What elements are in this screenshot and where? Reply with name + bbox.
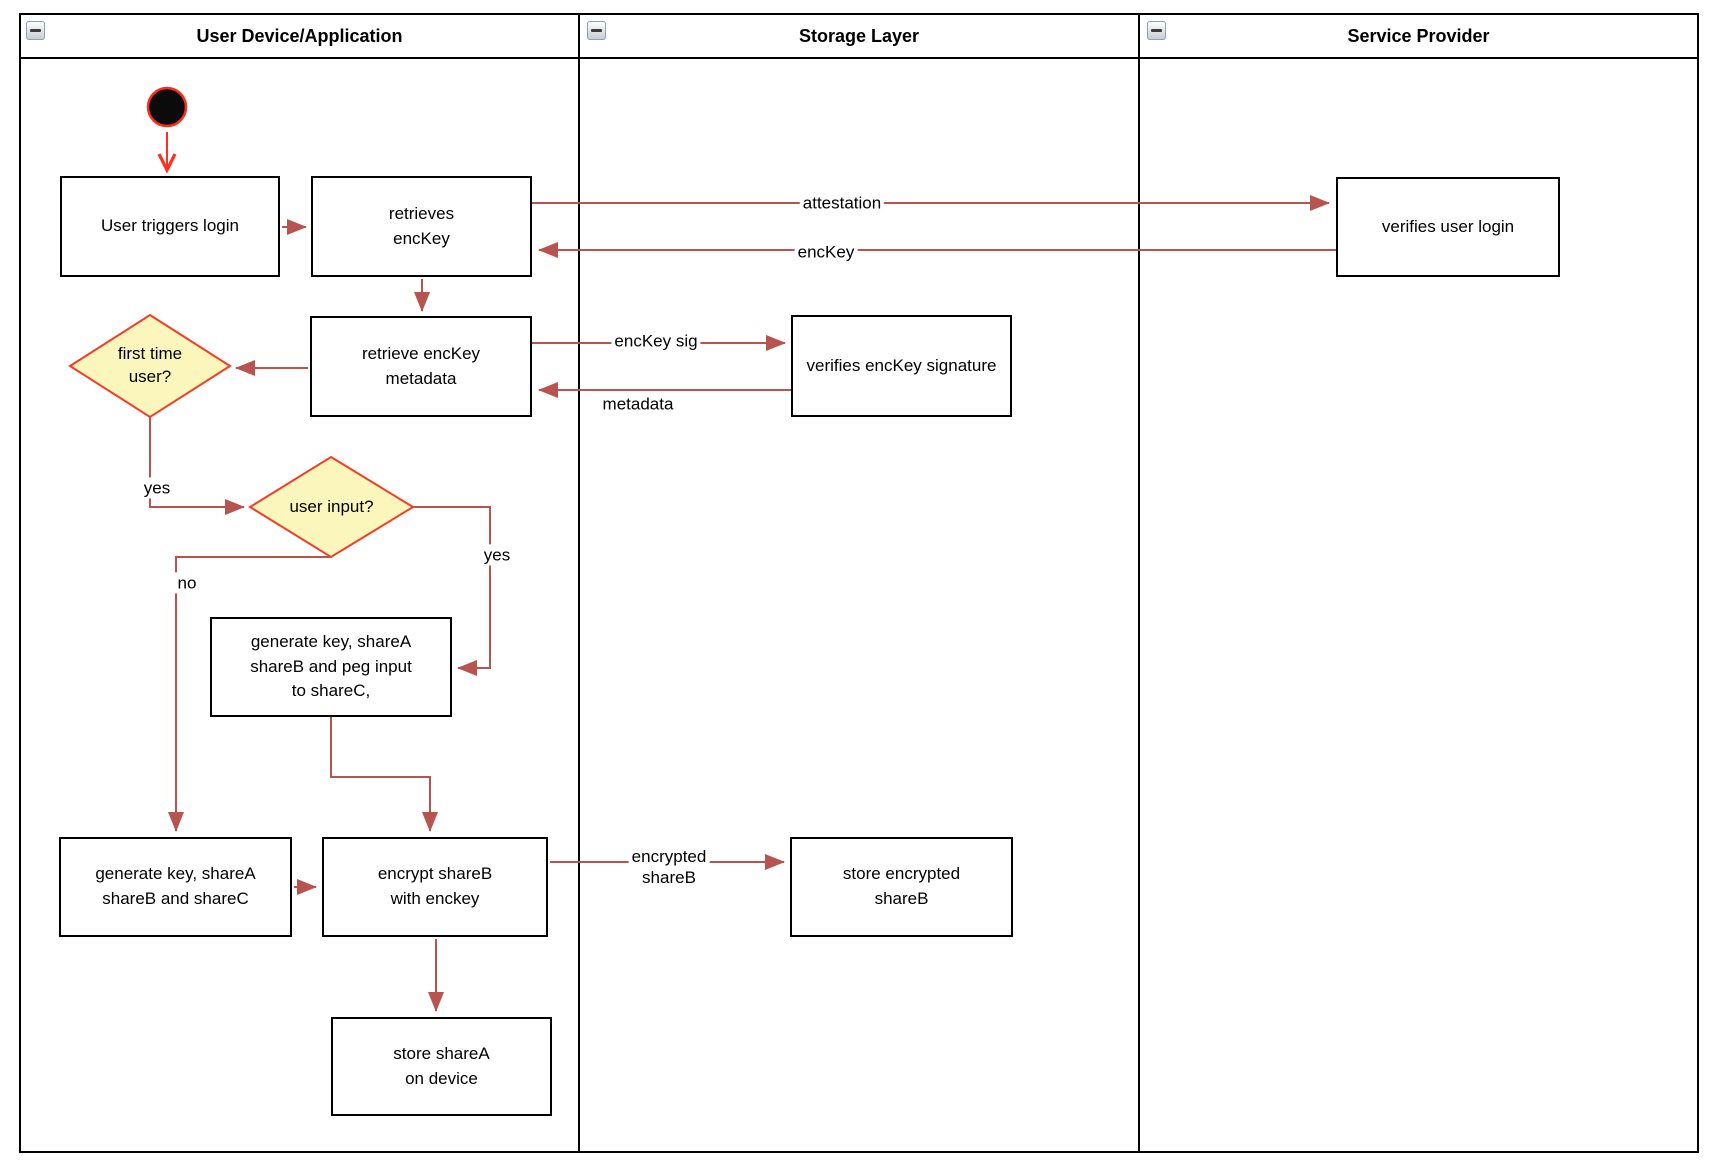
lane-divider-1: [578, 15, 580, 1151]
edge-label-metadata: metadata: [599, 393, 677, 415]
edge-userinput-no: [168, 556, 330, 832]
edge-userinput-yes: [413, 506, 491, 676]
decision-first-time-user-label: first time user?: [117, 344, 183, 386]
node-verifies-user-login[interactable]: verifies user login: [1336, 177, 1560, 277]
start-node[interactable]: [146, 86, 188, 128]
node-generate-key-peg-input[interactable]: generate key, shareA shareB and peg inpu…: [210, 617, 452, 717]
pool-header: [21, 15, 1697, 59]
lane-title-user-device: User Device/Application: [196, 25, 403, 46]
decision-user-input[interactable]: [248, 455, 415, 559]
node-encrypt-shareb[interactable]: encrypt shareB with enckey: [322, 837, 548, 937]
node-verifies-enckey-signature[interactable]: verifies encKey signature: [791, 315, 1012, 417]
lane-title-service-provider: Service Provider: [1347, 25, 1490, 46]
node-retrieve-enckey-metadata[interactable]: retrieve encKey metadata: [310, 316, 532, 417]
lane-title-storage-layer: Storage Layer: [798, 25, 920, 46]
collapse-icon[interactable]: [26, 21, 45, 40]
edge-label-encrypted-shareb: encrypted shareB: [628, 845, 710, 889]
edge-label-attestation: attestation: [799, 192, 885, 214]
node-user-triggers-login[interactable]: User triggers login: [60, 176, 280, 277]
collapse-icon[interactable]: [587, 21, 606, 40]
lane-divider-2: [1138, 15, 1140, 1151]
node-generate-key-sharec[interactable]: generate key, shareA shareB and shareC: [59, 837, 292, 937]
collapse-icon[interactable]: [1147, 21, 1166, 40]
edge-firsttime-yes: [149, 417, 245, 515]
edge-label-yes-user-input: yes: [480, 544, 514, 566]
node-store-sharea[interactable]: store shareA on device: [331, 1017, 552, 1116]
edge-label-enckey-sig: encKey sig: [611, 330, 701, 352]
edge-label-no-user-input: no: [174, 572, 200, 594]
edge-label-yes-first-time: yes: [140, 477, 174, 499]
node-retrieves-enckey[interactable]: retrieves encKey: [311, 176, 532, 277]
node-store-encrypted-shareb[interactable]: store encrypted shareB: [790, 837, 1013, 937]
edge-label-enckey: encKey: [794, 241, 858, 263]
edge-peg-to-encrypt: [330, 717, 438, 832]
decision-user-input-label: user input?: [289, 496, 374, 516]
